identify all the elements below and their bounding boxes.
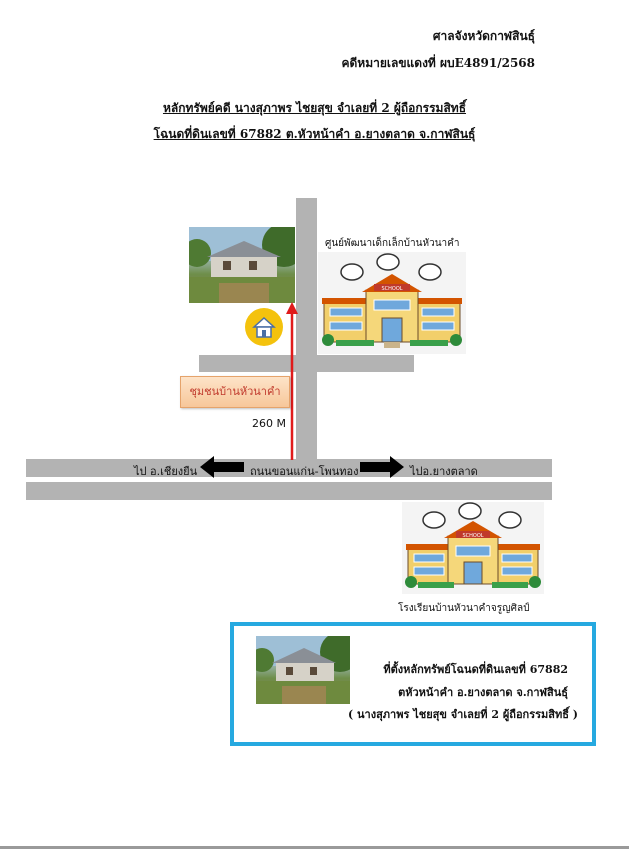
- school-icon: SCHOOL: [402, 502, 544, 594]
- to-chiang-yuen-label: ไป อ.เชียงยืน: [134, 465, 198, 478]
- info-property-photo: [256, 636, 350, 704]
- home-marker-icon: [244, 307, 284, 347]
- road-name-label: ถนนขอนแก่น-โพนทอง: [250, 465, 359, 478]
- route-arrow: [286, 302, 298, 462]
- main-road-lower: [26, 482, 552, 500]
- to-yang-talat-label: ไปอ.ยางตลาด: [410, 465, 478, 478]
- vertical-road: [296, 198, 317, 461]
- childcare-school-icon: SCHOOL: [318, 252, 466, 354]
- location-info-box: ที่ตั้งหลักทรัพย์โฉนดที่ดินเลขที่ 67882 …: [230, 622, 596, 746]
- school-label: โรงเรียนบ้านหัวนาคำจรูญศิลป์: [398, 603, 530, 614]
- community-label: ชุมชนบ้านหัวนาคำ: [180, 376, 290, 408]
- info-line-3: ( นางสุภาพร ไชยสุข จำเลยที่ 2 ผู้ถือกรรม…: [347, 708, 578, 721]
- title-line-1: หลักทรัพย์คดี นางสุภาพร ไชยสุข จำเลยที่ …: [162, 101, 467, 115]
- left-arrow-icon: [200, 456, 244, 478]
- case-number: คดีหมายเลขแดงที่ ผบE4891/2568: [341, 56, 535, 70]
- main-road-upper: [26, 459, 552, 477]
- side-road: [199, 355, 414, 372]
- info-house-illustration: [256, 636, 350, 704]
- right-arrow-icon: [360, 456, 404, 478]
- childcare-center-label: ศูนย์พัฒนาเด็กเล็กบ้านหัวนาคำ: [325, 238, 460, 249]
- property-photo: [189, 227, 295, 303]
- title-line-2: โฉนดที่ดินเลขที่ 67882 ต.หัวหน้าคำ อ.ยาง…: [153, 127, 476, 141]
- info-line-1: ที่ตั้งหลักทรัพย์โฉนดที่ดินเลขที่ 67882: [383, 663, 568, 676]
- distance-label: 260 M: [252, 417, 286, 430]
- school-sign: SCHOOL: [462, 533, 483, 539]
- house-photo-illustration: [189, 227, 295, 303]
- page-bottom-rule: [0, 846, 629, 849]
- court-name: ศาลจังหวัดกาฬสินธุ์: [432, 29, 535, 43]
- info-line-2: ตหัวหน้าคำ อ.ยางตลาด จ.กาฬสินธุ์: [398, 686, 568, 699]
- childcare-school-sign: SCHOOL: [381, 286, 402, 292]
